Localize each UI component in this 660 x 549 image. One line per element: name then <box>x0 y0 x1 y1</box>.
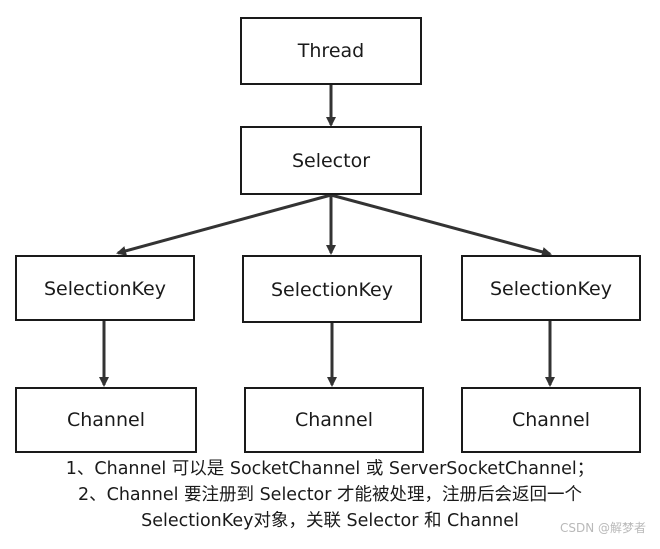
node-selectionkey-2: SelectionKey <box>242 255 422 323</box>
edge-selector-selectionkey-3 <box>330 193 552 257</box>
caption-line-1: 1、Channel 可以是 SocketChannel 或 ServerSock… <box>65 459 595 479</box>
node-selectionkey-3: SelectionKey <box>461 255 641 321</box>
caption-line-3: SelectionKey对象，关联 Selector 和 Channel <box>141 511 519 531</box>
node-thread-label: Thread <box>297 40 364 62</box>
caption-line-2: 2、Channel 要注册到 Selector 才能被处理，注册后会返回一个 <box>77 485 583 505</box>
node-selectionkey-3-label: SelectionKey <box>490 278 612 300</box>
watermark: CSDN @解梦者 <box>559 521 646 535</box>
node-selector: Selector <box>240 126 422 195</box>
diagram-caption: 1、Channel 可以是 SocketChannel 或 ServerSock… <box>0 456 660 534</box>
node-selectionkey-1-label: SelectionKey <box>44 278 166 300</box>
edge-selector-selectionkey-1 <box>116 193 332 256</box>
node-channel-3-label: Channel <box>512 409 590 431</box>
node-channel-3: Channel <box>461 387 641 453</box>
node-selectionkey-1: SelectionKey <box>15 255 195 321</box>
node-channel-1: Channel <box>15 387 197 453</box>
node-channel-1-label: Channel <box>67 409 145 431</box>
node-selectionkey-2-label: SelectionKey <box>271 279 393 301</box>
node-channel-2-label: Channel <box>295 409 373 431</box>
node-thread: Thread <box>240 17 422 85</box>
node-channel-2: Channel <box>244 387 424 453</box>
node-selector-label: Selector <box>292 150 370 172</box>
